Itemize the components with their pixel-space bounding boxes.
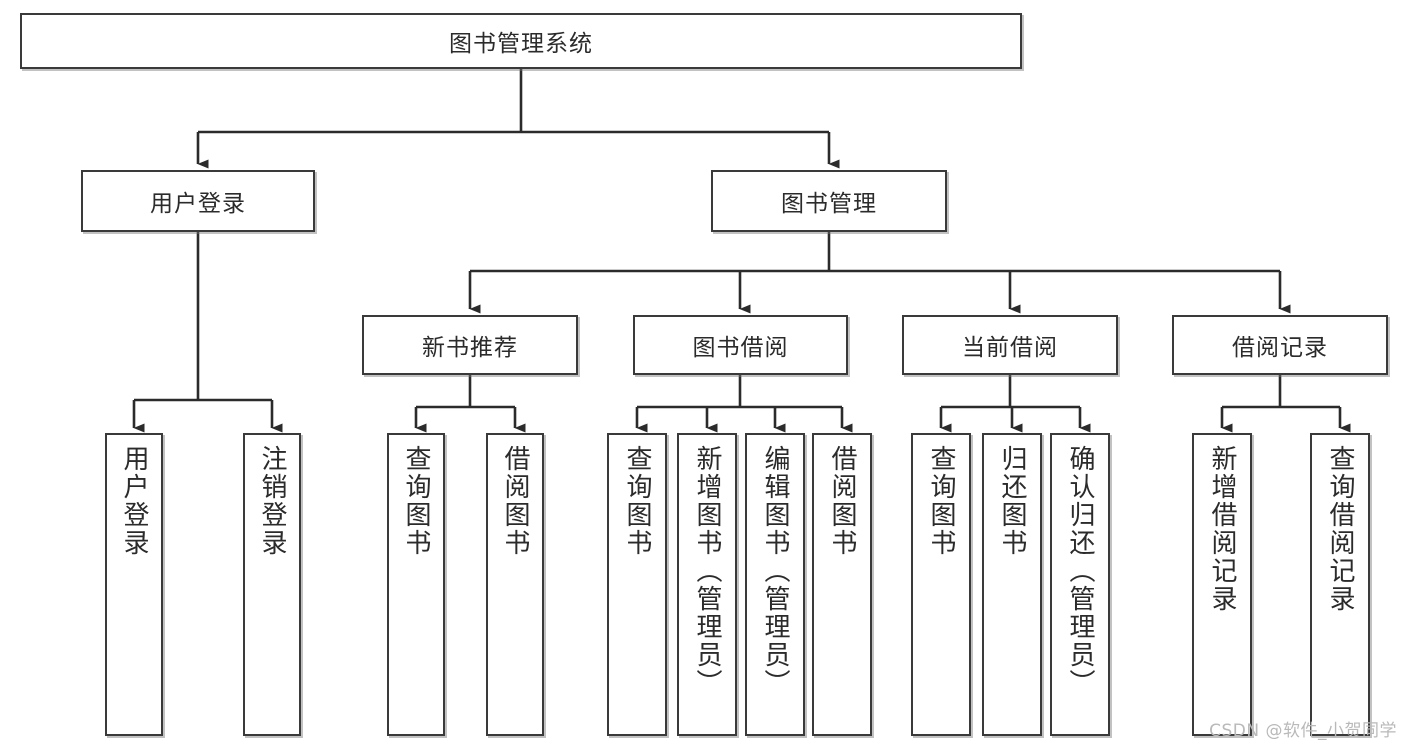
node-leaf-add-borrow-record[interactable]: 新增借阅记录 — [1192, 433, 1252, 736]
watermark-text: CSDN @软件_小贺同学 — [1209, 721, 1397, 741]
node-leaf-edit-book-label: 编辑图书（管理员） — [760, 445, 791, 697]
node-leaf-query-book-3-label: 查询图书 — [926, 445, 957, 557]
node-leaf-user-logout[interactable]: 注销登录 — [243, 433, 301, 736]
node-root-label: 图书管理系统 — [449, 31, 593, 57]
node-borrow-record[interactable]: 借阅记录 — [1172, 315, 1388, 375]
node-book-manage[interactable]: 图书管理 — [711, 170, 947, 232]
node-leaf-return-book[interactable]: 归还图书 — [982, 433, 1042, 736]
node-leaf-add-book-label: 新增图书（管理员） — [692, 445, 723, 697]
node-leaf-user-login-label: 用户登录 — [119, 445, 150, 557]
node-leaf-borrow-book-2[interactable]: 借阅图书 — [812, 433, 872, 736]
node-user-login[interactable]: 用户登录 — [81, 170, 315, 232]
node-leaf-borrow-book-1[interactable]: 借阅图书 — [486, 433, 544, 736]
node-book-manage-label: 图书管理 — [781, 191, 877, 217]
node-leaf-query-borrow-record[interactable]: 查询借阅记录 — [1310, 433, 1370, 736]
node-user-login-label: 用户登录 — [150, 191, 246, 217]
node-leaf-query-book-1-label: 查询图书 — [401, 445, 432, 557]
node-leaf-query-borrow-record-label: 查询借阅记录 — [1325, 445, 1356, 613]
node-leaf-query-book-2-label: 查询图书 — [622, 445, 653, 557]
node-new-book-recommend[interactable]: 新书推荐 — [362, 315, 578, 375]
node-borrow-record-label: 借阅记录 — [1232, 335, 1328, 361]
node-leaf-user-logout-label: 注销登录 — [257, 445, 288, 557]
node-leaf-query-book-3[interactable]: 查询图书 — [911, 433, 971, 736]
node-new-book-recommend-label: 新书推荐 — [422, 335, 518, 361]
node-leaf-user-login[interactable]: 用户登录 — [105, 433, 163, 736]
node-book-borrow-label: 图书借阅 — [692, 335, 789, 361]
node-current-borrow[interactable]: 当前借阅 — [902, 315, 1118, 375]
node-leaf-add-book[interactable]: 新增图书（管理员） — [677, 433, 737, 736]
node-leaf-query-book-1[interactable]: 查询图书 — [387, 433, 445, 736]
node-leaf-confirm-return[interactable]: 确认归还（管理员） — [1050, 433, 1110, 736]
node-current-borrow-label: 当前借阅 — [962, 335, 1058, 361]
node-leaf-confirm-return-label: 确认归还（管理员） — [1065, 445, 1096, 697]
node-book-borrow[interactable]: 图书借阅 — [633, 315, 848, 375]
node-leaf-add-borrow-record-label: 新增借阅记录 — [1207, 445, 1238, 613]
node-leaf-borrow-book-2-label: 借阅图书 — [827, 445, 858, 557]
node-leaf-return-book-label: 归还图书 — [997, 445, 1028, 557]
node-leaf-edit-book[interactable]: 编辑图书（管理员） — [745, 433, 805, 736]
node-root[interactable]: 图书管理系统 — [20, 13, 1022, 69]
node-leaf-query-book-2[interactable]: 查询图书 — [607, 433, 667, 736]
node-leaf-borrow-book-1-label: 借阅图书 — [500, 445, 531, 557]
